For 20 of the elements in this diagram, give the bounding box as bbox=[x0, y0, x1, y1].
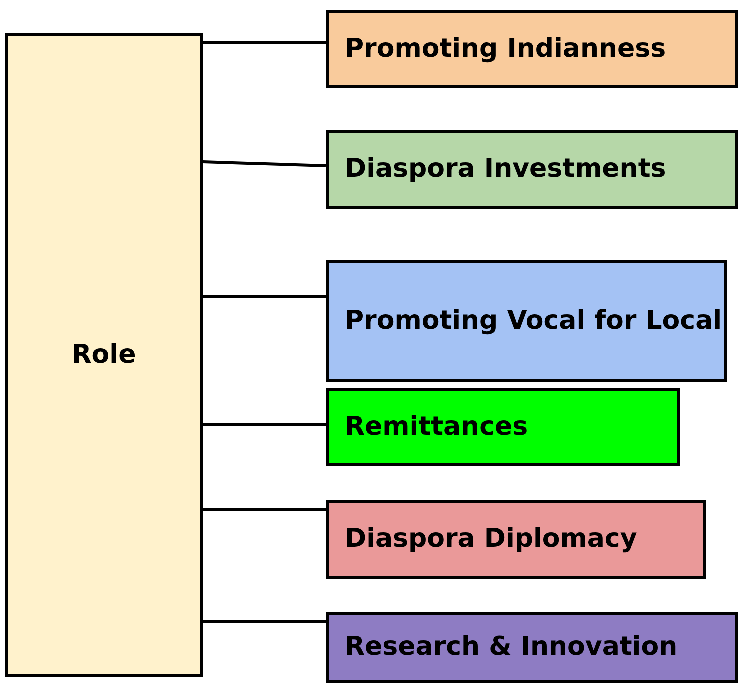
connector-line bbox=[203, 620, 326, 624]
role-box bbox=[326, 612, 738, 683]
connector-line bbox=[203, 42, 326, 44]
connector-line bbox=[203, 424, 326, 426]
connector-line bbox=[203, 296, 326, 298]
box-label: Role bbox=[72, 338, 136, 372]
connector-line bbox=[202, 160, 326, 168]
role-box bbox=[326, 500, 706, 579]
box-label: Diaspora Diplomacy bbox=[345, 523, 638, 556]
role-box bbox=[326, 10, 738, 88]
box-label: Research & Innovation bbox=[345, 631, 678, 664]
role-box bbox=[326, 388, 680, 466]
category-box bbox=[5, 33, 203, 677]
box-label: Remittances bbox=[345, 410, 528, 444]
box-label: Promoting Vocal for Local bbox=[345, 304, 722, 338]
box-label: Diaspora Investments bbox=[345, 153, 666, 186]
role-box bbox=[326, 260, 727, 382]
connector-line bbox=[203, 508, 326, 512]
role-box bbox=[326, 130, 738, 209]
box-label: Promoting Indianness bbox=[345, 32, 666, 66]
